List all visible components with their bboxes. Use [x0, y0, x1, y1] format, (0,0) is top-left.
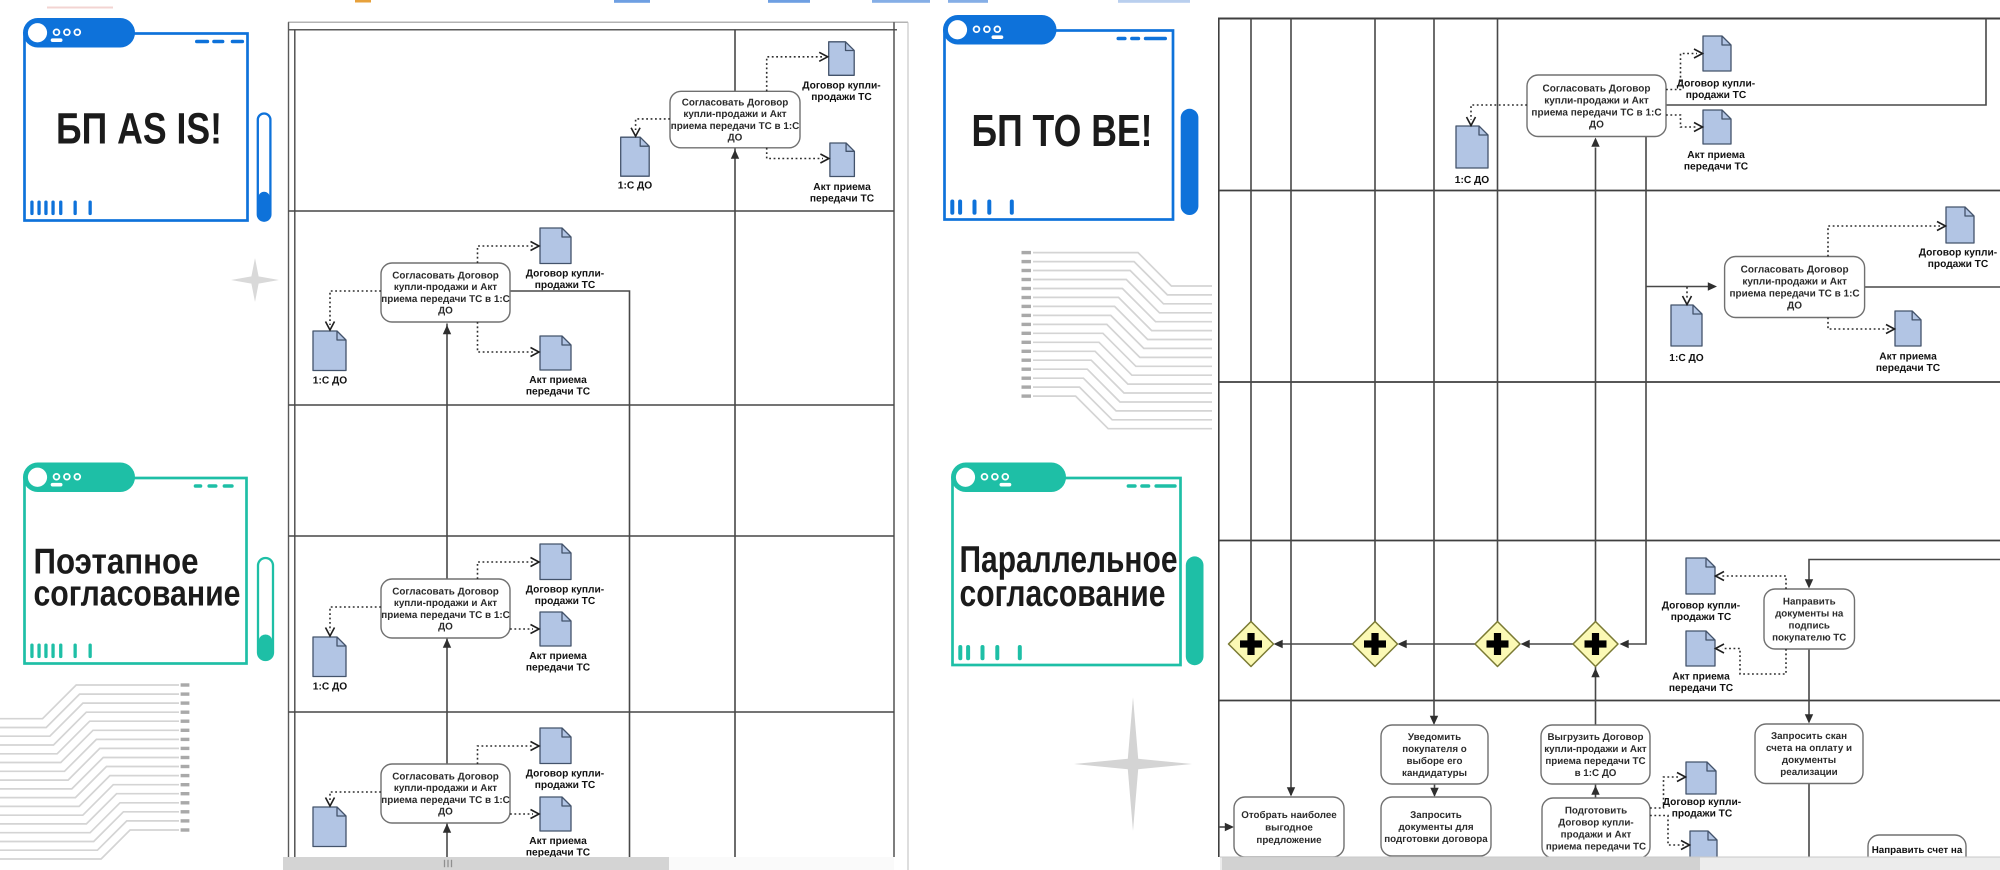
svg-text:Поэтапное: Поэтапное	[34, 541, 199, 582]
svg-text:согласование: согласование	[960, 572, 1166, 614]
svg-text:1:С ДО: 1:С ДО	[1455, 175, 1490, 186]
svg-text:БП AS IS!: БП AS IS!	[56, 105, 222, 154]
svg-text:Договор купли-продажи ТС: Договор купли-продажи ТС	[1919, 248, 1997, 271]
svg-text:Договор купли-продажи ТС: Договор купли-продажи ТС	[526, 585, 604, 608]
svg-text:Договор купли-продажи ТС: Договор купли-продажи ТС	[526, 769, 604, 792]
svg-text:1:С ДО: 1:С ДО	[1669, 353, 1704, 364]
svg-text:1:С ДО: 1:С ДО	[313, 376, 348, 387]
svg-text:согласование: согласование	[34, 573, 241, 614]
svg-text:Направить счет на: Направить счет на	[1872, 845, 1963, 856]
svg-text:1:С ДО: 1:С ДО	[313, 682, 348, 693]
svg-text:Договор купли-продажи ТС: Договор купли-продажи ТС	[1662, 601, 1740, 624]
svg-text:БП TO BE!: БП TO BE!	[972, 105, 1153, 156]
svg-text:Договор купли-продажи ТС: Договор купли-продажи ТС	[802, 80, 880, 103]
svg-text:Параллельное: Параллельное	[960, 538, 1178, 580]
svg-text:1:С ДО: 1:С ДО	[618, 181, 653, 192]
svg-text:Договор купли-продажи ТС: Договор купли-продажи ТС	[526, 269, 604, 292]
svg-text:Договор купли-продажи ТС: Договор купли-продажи ТС	[1677, 79, 1755, 102]
svg-text:Договор купли-продажи ТС: Договор купли-продажи ТС	[1663, 797, 1741, 820]
